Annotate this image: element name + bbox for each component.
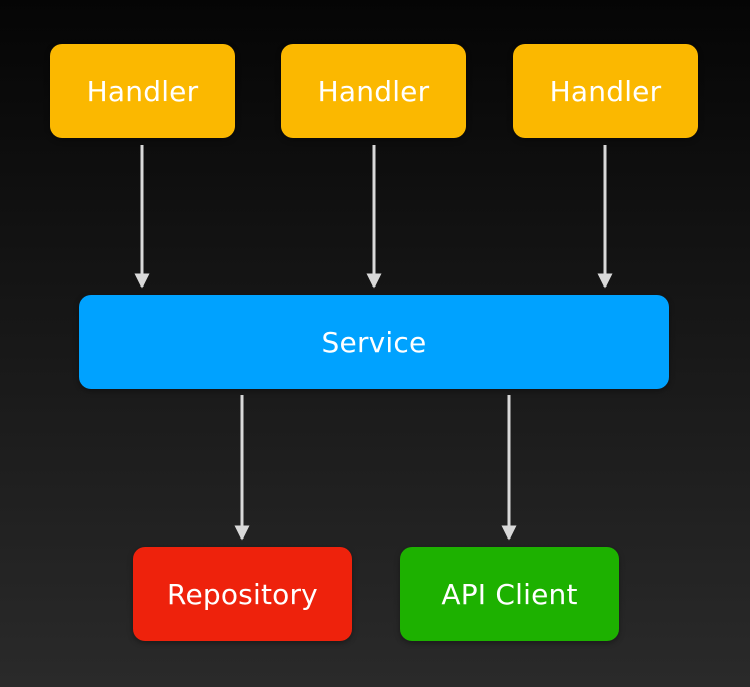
- handler-node: Handler: [50, 44, 235, 138]
- handler-node: Handler: [281, 44, 466, 138]
- repository-label: Repository: [167, 577, 318, 611]
- repository-node: Repository: [133, 547, 352, 641]
- service-node: Service: [79, 295, 669, 389]
- handler-label: Handler: [549, 74, 662, 108]
- handler-label: Handler: [317, 74, 430, 108]
- handler-label: Handler: [86, 74, 199, 108]
- service-label: Service: [321, 325, 427, 359]
- api-client-node: API Client: [400, 547, 619, 641]
- api-client-label: API Client: [441, 577, 578, 611]
- handler-node: Handler: [513, 44, 698, 138]
